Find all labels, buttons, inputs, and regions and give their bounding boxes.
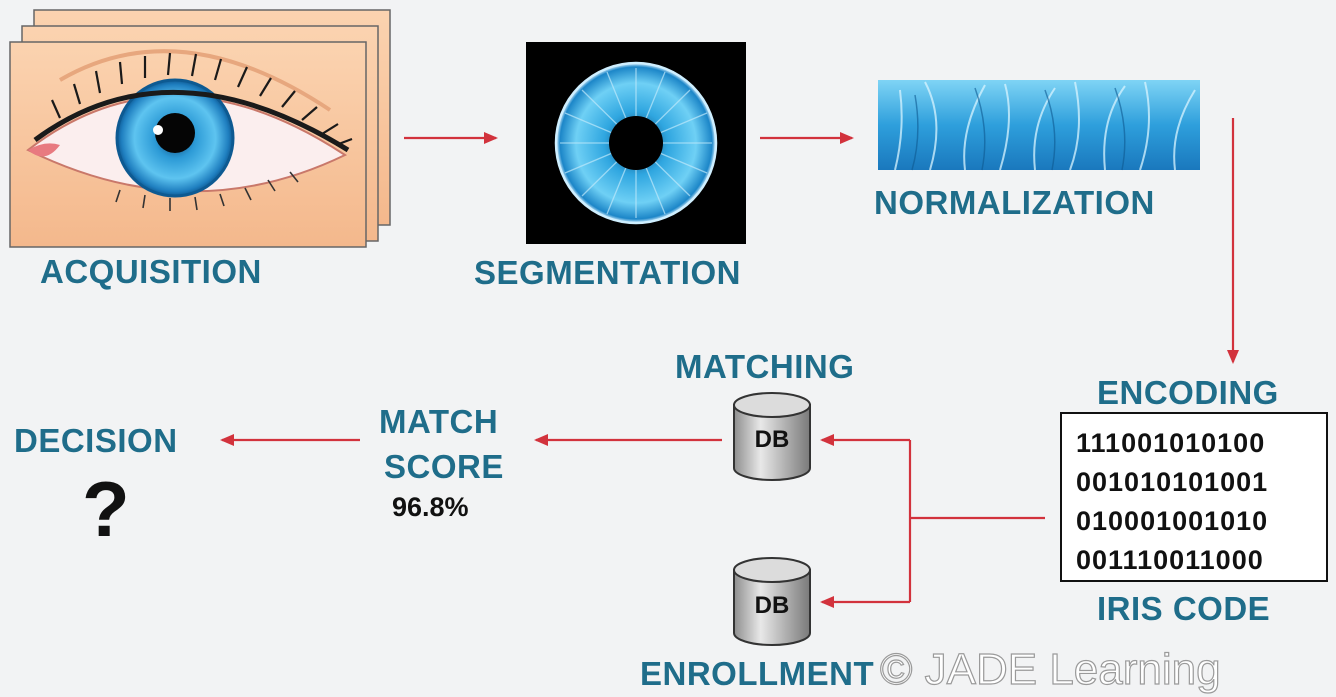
label-match: MATCH — [379, 403, 499, 440]
label-encoding: ENCODING — [1097, 374, 1279, 411]
match-score-value: 96.8% — [392, 492, 469, 522]
label-acquisition: ACQUISITION — [40, 253, 262, 290]
decision-question-mark: ? — [82, 465, 130, 553]
segmentation-image — [526, 42, 746, 244]
iris-code-box: 111001010100 001010101001 010001001010 0… — [1060, 412, 1328, 582]
iris-code-row: 010001001010 — [1076, 506, 1269, 536]
enrollment-db-icon: DB — [733, 557, 811, 646]
matching-db-icon: DB — [733, 392, 811, 481]
label-normalization: NORMALIZATION — [874, 184, 1155, 221]
acquisition-image — [9, 9, 391, 248]
iris-code-row: 111001010100 — [1076, 428, 1266, 458]
iris-code-row: 001010101001 — [1076, 467, 1269, 497]
label-iris-code: IRIS CODE — [1097, 590, 1271, 627]
iris-code-row: 001110011000 — [1076, 545, 1264, 575]
enrollment-db-label: DB — [755, 592, 790, 619]
flow-arrows — [220, 118, 1239, 608]
watermark: © JADE Learning — [879, 645, 1221, 694]
label-matching: MATCHING — [675, 348, 855, 385]
label-decision: DECISION — [14, 422, 178, 459]
normalization-image — [878, 80, 1200, 171]
label-segmentation: SEGMENTATION — [474, 254, 741, 291]
label-enrollment: ENROLLMENT — [640, 655, 875, 692]
label-score: SCORE — [384, 448, 504, 485]
matching-db-label: DB — [755, 426, 790, 453]
